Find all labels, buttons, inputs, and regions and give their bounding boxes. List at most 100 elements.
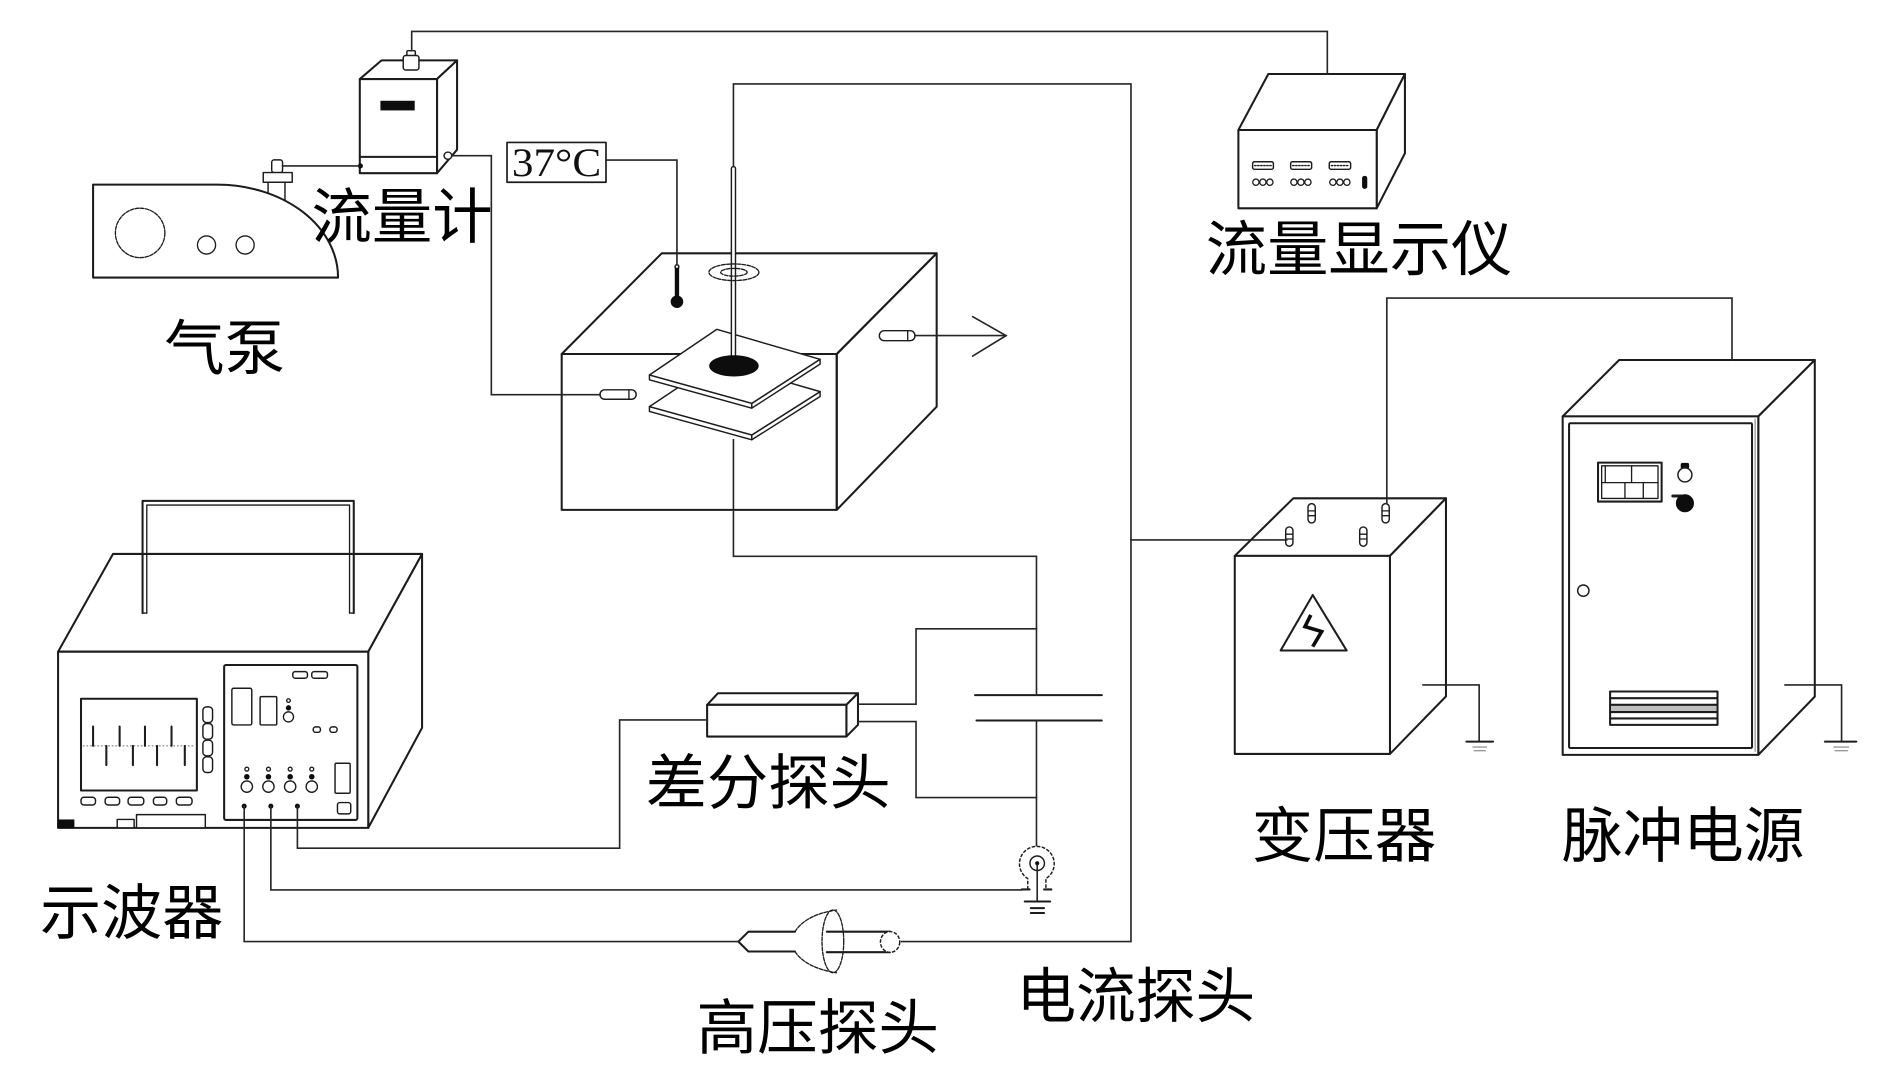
transformer-front-face [1233, 554, 1391, 755]
thermometer [670, 264, 684, 308]
oscilloscope [57, 499, 424, 829]
transformer-ground-icon [1422, 684, 1495, 752]
door-handle [1576, 584, 1590, 598]
display-grid [1600, 465, 1659, 500]
air-pump-nozzle-cap [262, 171, 293, 183]
channel-knob-ring [262, 780, 275, 793]
ground-marks [1833, 746, 1850, 752]
hv-probe-cable [243, 805, 740, 943]
handle-outer [141, 499, 355, 615]
soft-key [127, 796, 145, 806]
diff-probe-output-cable [296, 719, 708, 849]
reaction-chamber [560, 165, 938, 511]
channel-knob-mark [244, 766, 250, 772]
panel-top-key [311, 670, 329, 679]
diff-probe-front-face [706, 703, 848, 738]
lightning-bolt-icon [1302, 614, 1325, 648]
flow-display-readouts [1251, 160, 1352, 171]
oscilloscope-drive-slot [135, 813, 207, 829]
hv-probe-connector-end [879, 930, 901, 954]
panel-side-switch [334, 762, 351, 794]
diff-probe-input-negative [857, 720, 1038, 799]
oscilloscope-handle [141, 499, 355, 615]
screen-bottom-buttons [80, 796, 193, 806]
flow-button [1297, 178, 1305, 187]
flow-button [1290, 178, 1298, 187]
electrode-sealing-ring [708, 263, 760, 282]
flow-meter-signal-connector [402, 54, 420, 71]
flow-button [1259, 178, 1267, 187]
soft-key [104, 796, 121, 806]
knob-mark [285, 698, 291, 704]
indicator-lamp [1677, 462, 1693, 483]
air-pump-knob-1 [196, 235, 217, 255]
gas-outflow-arrow-icon [971, 315, 1008, 358]
flow-button [1336, 178, 1344, 187]
oscilloscope-small-slot [116, 818, 135, 829]
channel-knob-cap [265, 773, 272, 780]
flow-meter-front-face [358, 78, 439, 175]
channel-knob-cap [287, 773, 293, 780]
screen-frame [79, 697, 198, 792]
knob-ring [282, 711, 295, 723]
flow-readout-1 [1251, 160, 1275, 171]
label-flow-display-instrument: 流量显示仪 [1206, 215, 1513, 285]
ground-lead [1784, 684, 1843, 743]
flow-button [1252, 178, 1260, 187]
hv-probe-bell [794, 909, 838, 974]
transformer-terminals [1284, 502, 1390, 547]
ventilation-grille [1609, 690, 1719, 726]
lamp-bulb [1677, 467, 1693, 483]
high-voltage-lead [732, 83, 1132, 943]
electrode-sealing-ring-inner [719, 267, 748, 277]
side-button [202, 706, 214, 724]
screen-side-buttons [202, 706, 214, 774]
flow-display-buttons [1252, 175, 1368, 189]
air-pump-dial [114, 207, 166, 259]
gas-inlet-connector [599, 389, 637, 400]
channel-knob-ring [240, 780, 254, 793]
oscilloscope-top-face [57, 552, 424, 653]
diff-probe-input-positive [857, 627, 1038, 706]
power-switch-knob [1671, 494, 1694, 513]
side-button [202, 756, 214, 774]
terminal-bands [1359, 533, 1368, 540]
handle-inner [146, 504, 351, 614]
terminal-body [1307, 502, 1316, 524]
channel-knob-ring [283, 780, 297, 793]
waveform-pulses [92, 725, 186, 767]
flow-button [1329, 178, 1337, 187]
temperature-readout: 37°C [512, 141, 601, 185]
soft-key [175, 796, 193, 806]
hv-probe-bell-rim [821, 909, 845, 974]
sample-droplet [709, 355, 759, 377]
ground-marks [1472, 746, 1487, 752]
side-button [202, 739, 214, 757]
label-differential-probe: 差分探头 [646, 749, 891, 819]
channel-knob-mark [265, 766, 272, 772]
transformer-terminal [1307, 502, 1316, 524]
air-pump-knob-2 [235, 235, 255, 255]
channel-knob-ring [305, 780, 319, 793]
channel-knob-cap [244, 773, 250, 780]
transformer [1233, 497, 1447, 755]
panel-display-large [231, 687, 253, 726]
temperature-display-box [506, 141, 607, 184]
inlet-connector-body [599, 389, 637, 400]
panel-mini-button [329, 726, 338, 734]
current-probe-ground-icon [1023, 863, 1052, 915]
panel-knob [282, 698, 295, 723]
hv-probe-tip [737, 930, 797, 953]
terminal-bands [1285, 533, 1294, 540]
high-voltage-warning-icon [1279, 593, 1348, 652]
panel-power-button [336, 801, 352, 815]
flow-display-instrument [1237, 72, 1406, 210]
component-labels: 气泵 流量计 流量显示仪 示波器 差分探头 高压探头 电流探头 变压器 脉冲电源 [40, 183, 1804, 1064]
knob-body [1675, 494, 1694, 513]
connections [243, 30, 1858, 943]
terminal-body [1381, 502, 1390, 524]
channel-knob-3 [283, 766, 297, 793]
knob-cap [285, 705, 292, 711]
thermometer-cable [605, 159, 678, 266]
